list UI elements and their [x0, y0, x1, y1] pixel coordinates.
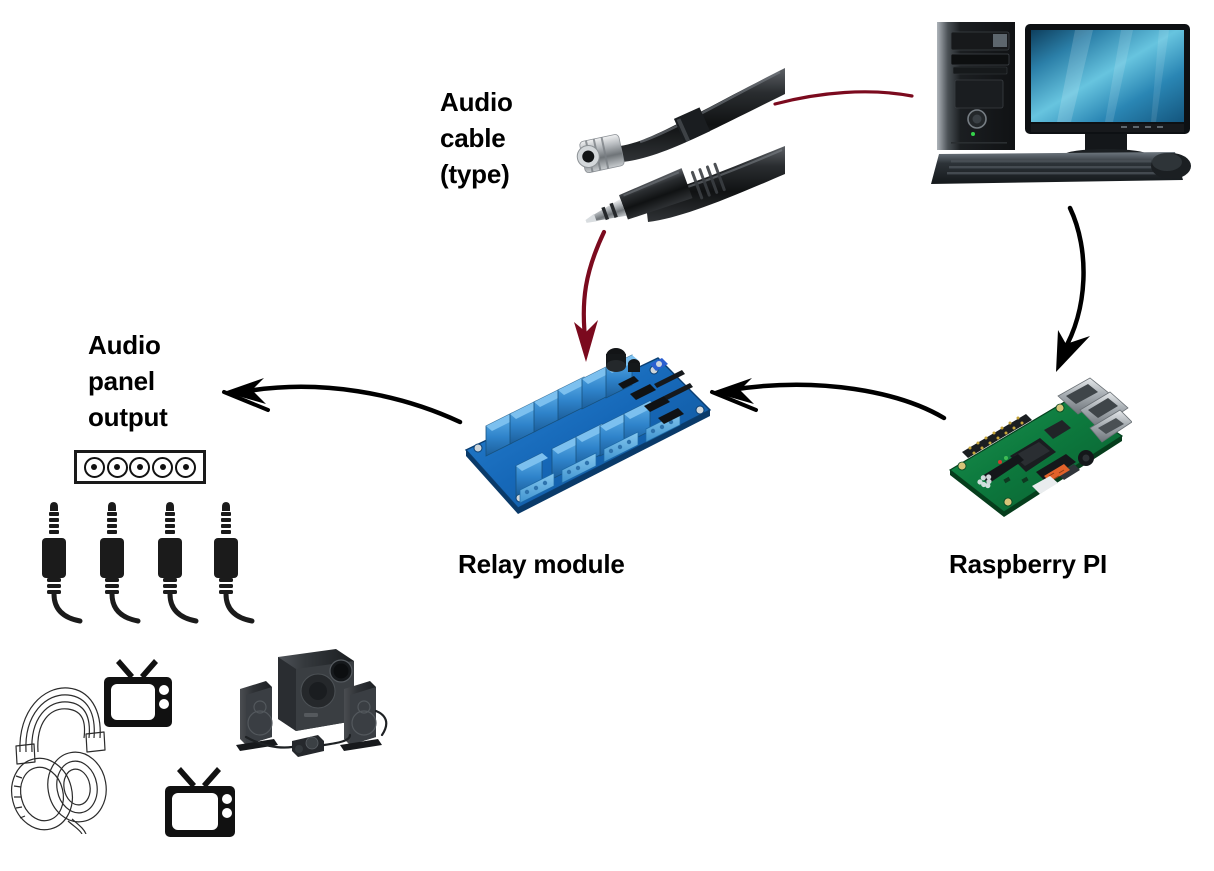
plug-4 — [214, 502, 255, 624]
label-raspberry-pi: Raspberry PI — [949, 549, 1108, 579]
arrow-raspberry-pi-to-relay — [710, 378, 947, 421]
arrow-computer-to-raspberry-pi — [1056, 205, 1090, 372]
audio-cable-photo — [560, 50, 785, 235]
desktop-computer — [925, 14, 1200, 192]
plug-1 — [42, 502, 83, 624]
audio-panel-connector[interactable] — [74, 450, 206, 484]
plug-2 — [100, 502, 141, 624]
audio-jack-plugs — [34, 500, 264, 635]
speaker-system — [226, 645, 394, 760]
jack-socket-1[interactable] — [83, 456, 105, 478]
label-relay-module: Relay module — [458, 549, 625, 579]
label-audio-panel-output: Audio panel output — [88, 330, 168, 432]
relay-module-photo — [458, 348, 713, 516]
arrow-cable-to-relay — [574, 229, 607, 362]
television-bottom — [161, 763, 241, 841]
plug-3 — [158, 502, 199, 624]
raspberry-pi-photo — [940, 374, 1133, 534]
jack-socket-5[interactable] — [175, 456, 197, 478]
arrow-relay-to-audio-panel — [222, 378, 463, 425]
television-top — [100, 655, 178, 731]
label-audio-cable: Audio cable (type) — [440, 87, 513, 189]
jack-socket-2[interactable] — [106, 456, 128, 478]
connector-cable-to-computer — [773, 90, 914, 106]
jack-socket-4[interactable] — [152, 456, 174, 478]
headphones — [4, 676, 116, 835]
jack-socket-3[interactable] — [129, 456, 151, 478]
